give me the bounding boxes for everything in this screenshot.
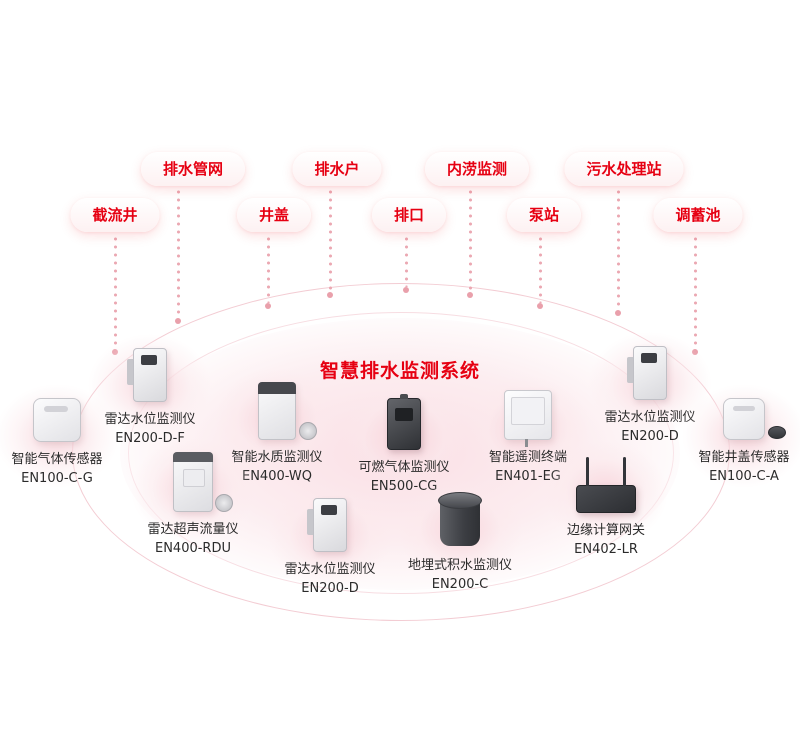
- connector-end-dot: [467, 292, 473, 298]
- device-model: EN200-C: [431, 577, 489, 592]
- pill-pump-station: 泵站: [506, 198, 582, 232]
- device-label: 智能水质监测仪 EN400-WQ: [207, 449, 347, 486]
- pill-label: 污水处理站: [586, 160, 662, 178]
- device-card-en100-c-a: 智能井盖传感器 EN100-C-A: [674, 384, 800, 488]
- sensor-probe-icon: [215, 494, 233, 512]
- radar-level-meter-icon: [627, 346, 667, 400]
- device-name: 可燃气体监测仪: [358, 460, 450, 475]
- device-model: EN400-WQ: [241, 469, 312, 484]
- device-name: 智能水质监测仪: [231, 450, 323, 465]
- diagram-title: 智慧排水监测系统: [319, 360, 480, 382]
- device-model: EN100-C-G: [21, 471, 93, 486]
- radar-level-meter-icon: [307, 498, 347, 552]
- pill-storage-tank: 调蓄池: [653, 198, 743, 232]
- device-model: EN100-C-A: [709, 469, 779, 484]
- device-name: 智能遥测终端: [488, 450, 567, 465]
- device-name: 地埋式积水监测仪: [407, 558, 512, 573]
- connector-dotted-line: [539, 237, 542, 303]
- pill-label: 井盖: [258, 206, 290, 224]
- device-label: 雷达水位监测仪 EN200-D: [260, 561, 400, 598]
- pill-label: 排水管网: [162, 160, 224, 178]
- telemetry-terminal-icon: [504, 390, 552, 447]
- connector-dotted-line: [694, 237, 697, 349]
- sensor-probe-icon: [299, 422, 317, 440]
- connector-dotted-line: [617, 190, 620, 310]
- pill-drain-household: 排水户: [292, 152, 382, 186]
- device-model: EN401-EG: [495, 469, 561, 484]
- connector-end-dot: [175, 318, 181, 324]
- pill-drain-network: 排水管网: [140, 152, 246, 186]
- sensor-puck-icon: [768, 426, 786, 439]
- device-label: 雷达水位监测仪 EN200-D: [580, 409, 720, 446]
- connector-end-dot: [403, 287, 409, 293]
- device-model: EN402-LR: [574, 542, 638, 557]
- connector-end-dot: [265, 303, 271, 309]
- pill-label: 排水户: [314, 160, 360, 178]
- device-name: 智能井盖传感器: [698, 450, 790, 465]
- combustible-gas-monitor-icon: [387, 394, 421, 450]
- device-name: 雷达超声流量仪: [147, 522, 239, 537]
- pill-waterlogging-monitoring: 内涝监测: [424, 152, 530, 186]
- connector-dotted-line: [177, 190, 180, 318]
- device-name: 边缘计算网关: [566, 523, 645, 538]
- water-quality-monitor-icon: [258, 382, 296, 440]
- device-label: 雷达超声流量仪 EN400-RDU: [123, 521, 263, 558]
- buried-water-monitor-icon: [438, 492, 482, 548]
- connector-end-dot: [327, 292, 333, 298]
- pill-outfall: 排口: [371, 198, 447, 232]
- device-name: 雷达水位监测仪: [284, 562, 376, 577]
- device-name: 智能气体传感器: [11, 452, 103, 467]
- device-card-en200-d-f: 雷达水位监测仪 EN200-D-F: [80, 334, 220, 448]
- device-card-en200-c: 地埋式积水监测仪 EN200-C: [390, 478, 530, 594]
- pill-manhole-cover: 井盖: [236, 198, 312, 232]
- connector-end-dot: [615, 310, 621, 316]
- pill-label: 排口: [393, 206, 425, 224]
- radar-level-meter-icon: [127, 348, 167, 402]
- pill-label: 截流井: [92, 206, 138, 224]
- pill-interception-well: 截流井: [70, 198, 160, 232]
- connector-dotted-line: [405, 237, 408, 287]
- connector-dotted-line: [114, 237, 117, 349]
- device-card-en402-lr: 边缘计算网关 EN402-LR: [536, 441, 676, 559]
- connector-dotted-line: [329, 190, 332, 292]
- pill-sewage-treatment-station: 污水处理站: [564, 152, 684, 186]
- pill-label: 泵站: [528, 206, 560, 224]
- connector-dotted-line: [267, 237, 270, 303]
- connector-dotted-line: [469, 190, 472, 292]
- edge-gateway-icon: [576, 457, 636, 513]
- device-card-en400-rdu: 雷达超声流量仪 EN400-RDU: [123, 438, 263, 558]
- pill-label: 内涝监测: [446, 160, 508, 178]
- device-model: EN200-D: [621, 429, 679, 444]
- device-card-en500-cg: 可燃气体监测仪 EN500-CG: [334, 384, 474, 496]
- device-label: 地埋式积水监测仪 EN200-C: [390, 557, 530, 594]
- device-name: 雷达水位监测仪: [604, 410, 696, 425]
- device-label: 智能气体传感器 EN100-C-G: [0, 451, 127, 488]
- device-label: 智能井盖传感器 EN100-C-A: [674, 449, 800, 486]
- ultrasonic-flow-meter-icon: [173, 452, 213, 512]
- manhole-cover-sensor-icon: [723, 398, 765, 440]
- device-card-en200-d-bottom: 雷达水位监测仪 EN200-D: [260, 484, 400, 598]
- device-name: 雷达水位监测仪: [104, 412, 196, 427]
- pill-label: 调蓄池: [675, 206, 721, 224]
- connector-end-dot: [537, 303, 543, 309]
- device-label: 智能遥测终端 EN401-EG: [458, 449, 598, 486]
- device-label: 边缘计算网关 EN402-LR: [536, 522, 676, 559]
- device-model: EN400-RDU: [154, 541, 231, 556]
- smart-gas-sensor-icon: [33, 398, 81, 442]
- device-model: EN200-D: [301, 581, 359, 596]
